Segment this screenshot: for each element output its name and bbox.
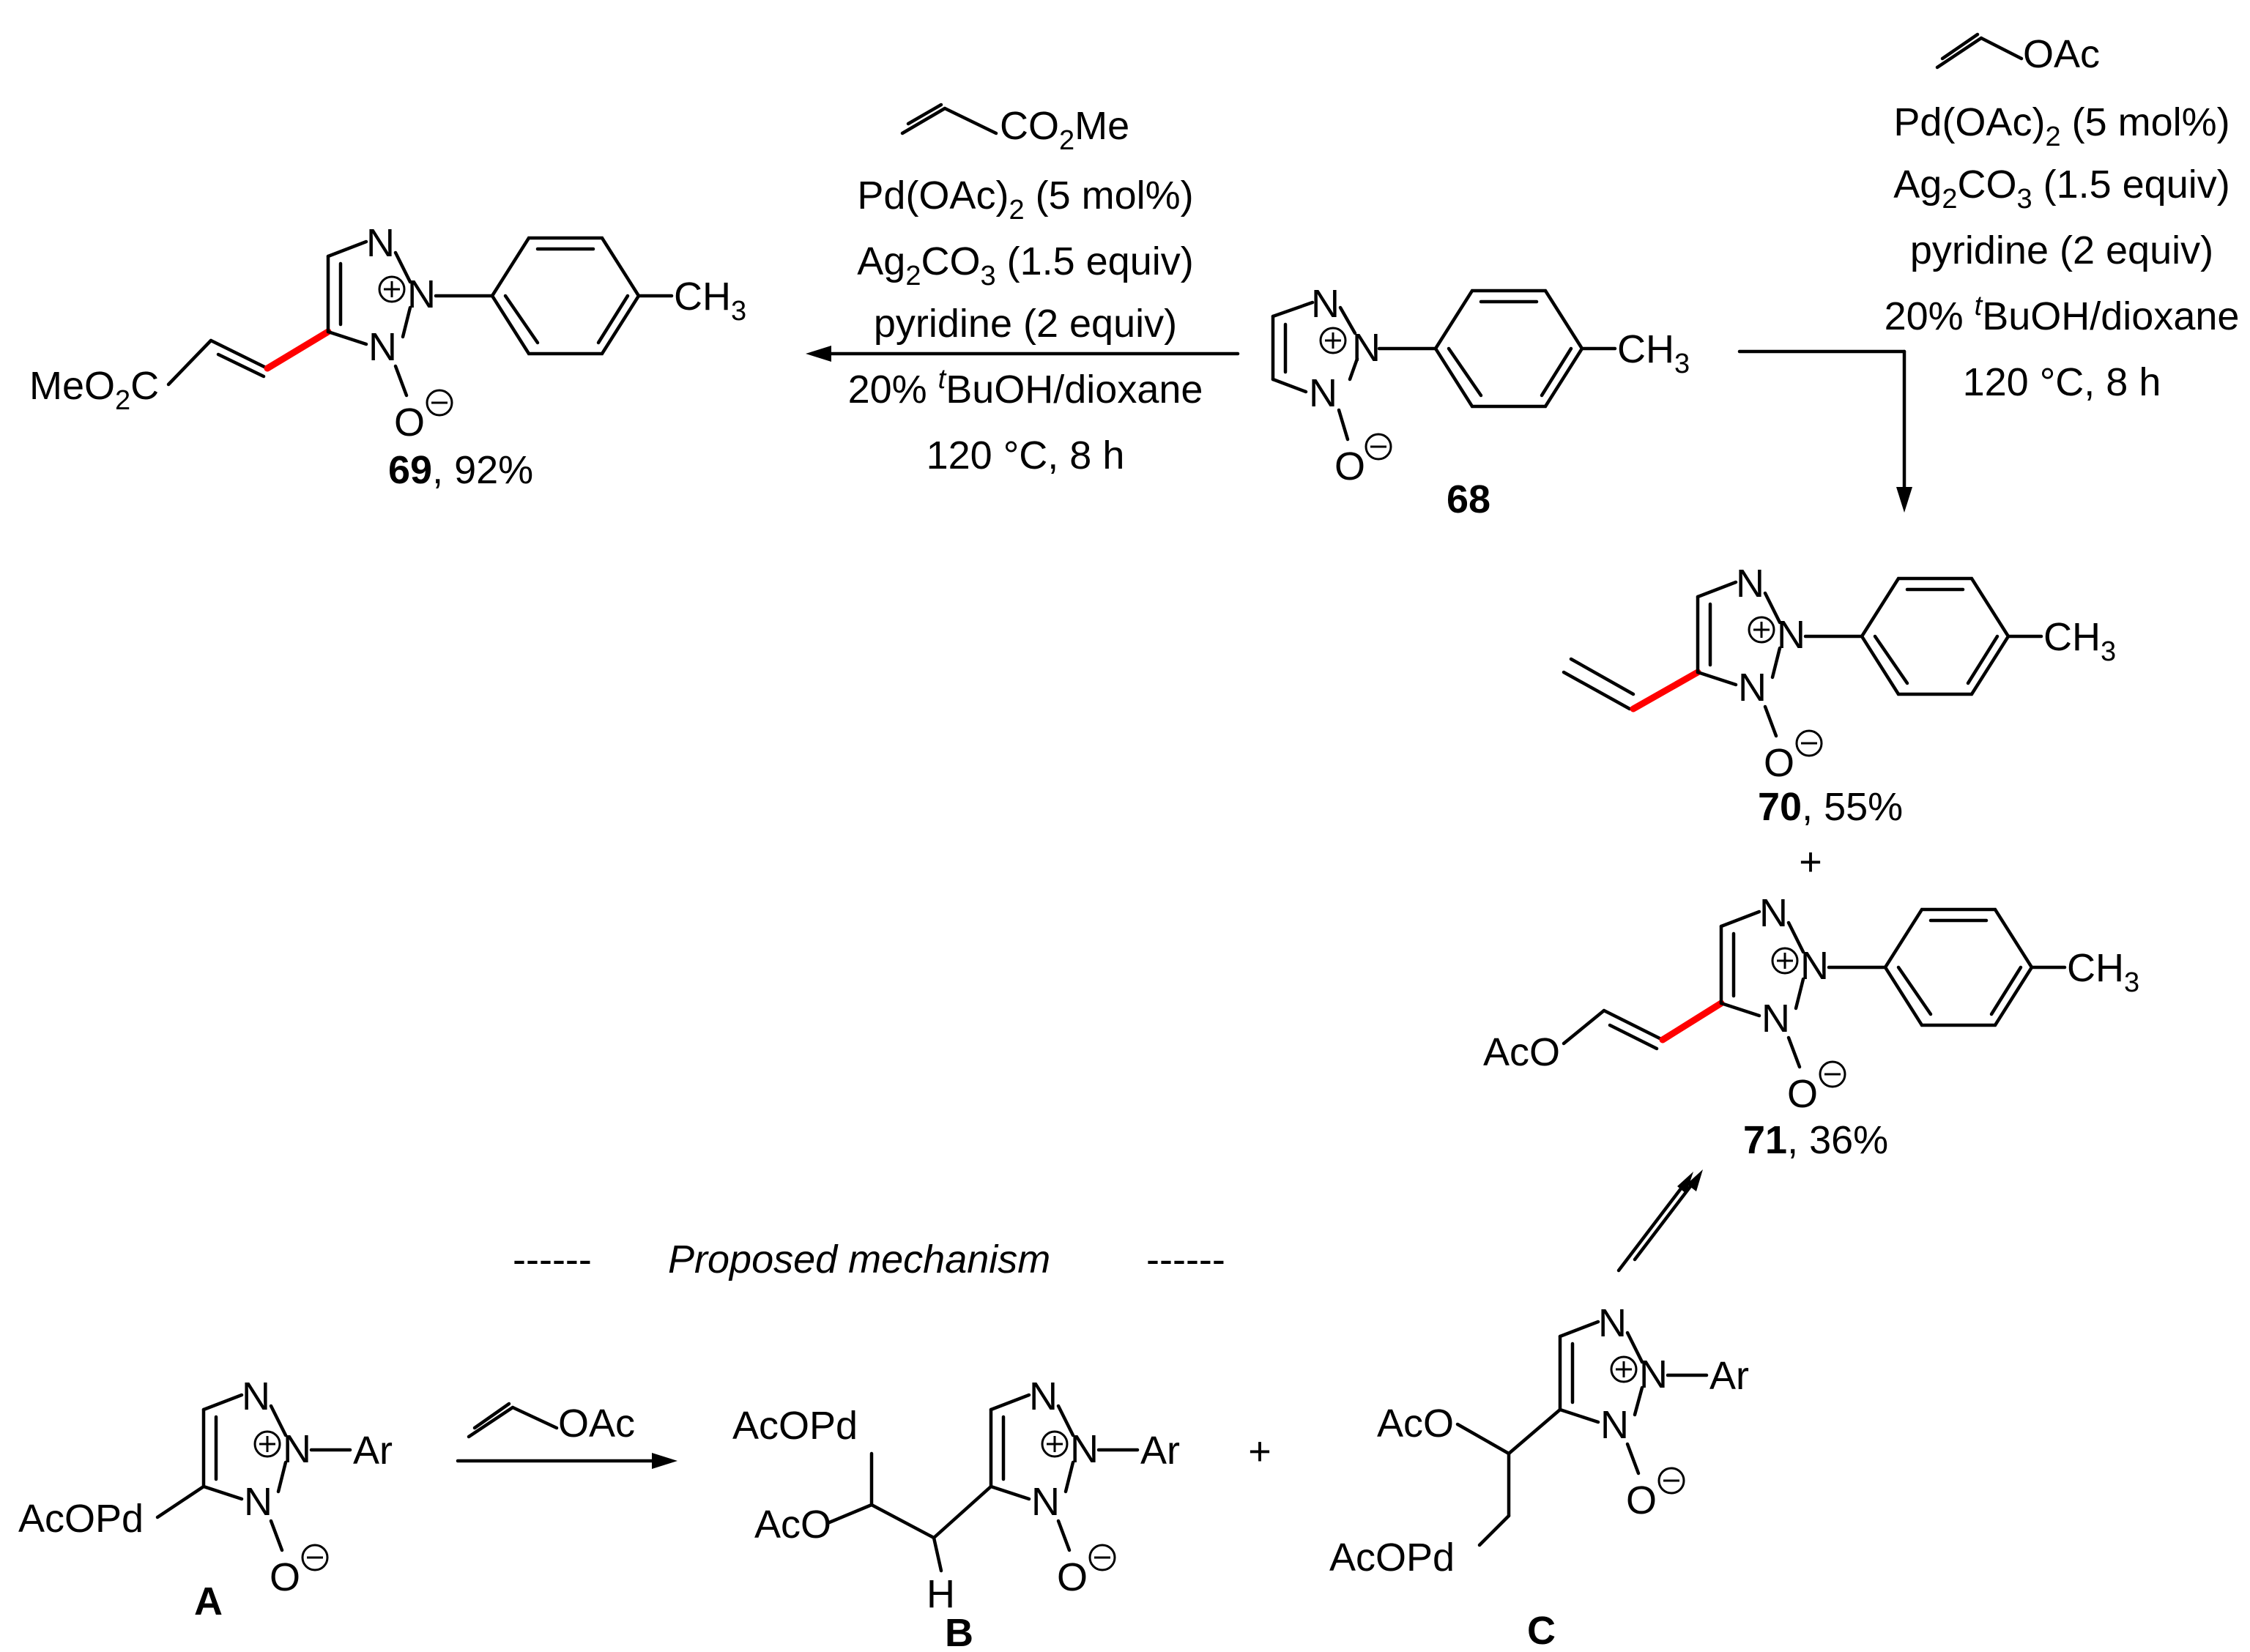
label-70: 70, 55% — [1758, 785, 1903, 829]
plus-charge — [1771, 947, 1799, 975]
n-atom: N — [1738, 666, 1767, 710]
label-A: A — [194, 1580, 223, 1623]
o-atom: O — [1764, 741, 1794, 785]
n-atom: N — [242, 1374, 270, 1418]
compound-70: N N N O CH3 70, 55% — [1562, 562, 2116, 829]
o-atom: O — [1334, 444, 1365, 488]
n-atom: N — [1600, 1403, 1629, 1447]
mechanism-header: ------ Proposed mechanism ------ — [513, 1238, 1225, 1281]
minus-charge — [426, 389, 453, 417]
meo2c-label: MeO2C — [29, 364, 159, 416]
label-71: 71, 36% — [1743, 1118, 1888, 1162]
n-atom: N — [1352, 326, 1381, 370]
minus-charge — [1088, 1544, 1116, 1571]
label-B: B — [945, 1611, 973, 1652]
left-conditions: CO2Me Pd(OAc)2 (5 mol%) Ag2CO3 (1.5 equi… — [848, 103, 1203, 477]
plus-charge — [1041, 1430, 1069, 1458]
right-conditions: OAc Pd(OAc)2 (5 mol%) Ag2CO3 (1.5 equiv)… — [1885, 32, 2240, 404]
vinyl-acetate-label: OAc — [558, 1402, 635, 1446]
plus-sign: + — [1799, 840, 1822, 884]
n-atom: N — [1759, 891, 1788, 935]
solvent-text: 20% tBuOH/dioxane — [1885, 291, 2240, 338]
catalyst-text: Pd(OAc)2 (5 mol%) — [1893, 100, 2229, 152]
dash-left: ------ — [513, 1238, 592, 1281]
n-atom: N — [1736, 562, 1764, 606]
vinyl-acetate-label: OAc — [2023, 32, 2100, 76]
base-text: pyridine (2 equiv) — [1910, 228, 2213, 272]
solvent-text: 20% tBuOH/dioxane — [848, 364, 1203, 412]
ar-label: Ar — [353, 1429, 393, 1473]
ch3-label: CH3 — [674, 275, 746, 327]
aco-label: AcO — [754, 1503, 831, 1547]
right-reaction-arrow — [1737, 349, 1912, 513]
plus-charge — [378, 275, 406, 303]
label-C: C — [1527, 1609, 1556, 1652]
n-atom: N — [283, 1427, 311, 1471]
h-atom: H — [927, 1572, 955, 1616]
n-atom: N — [368, 325, 397, 369]
acopd-label: AcOPd — [1329, 1536, 1455, 1580]
aco-label: AcO — [1483, 1030, 1560, 1074]
label-69: 69, 92% — [388, 448, 533, 492]
dash-right: ------ — [1146, 1238, 1225, 1281]
acrylate-label: CO2Me — [1000, 104, 1129, 156]
mechanism-title: Proposed mechanism — [668, 1238, 1050, 1281]
intermediate-a: AcOPd N N N O Ar A — [18, 1374, 393, 1623]
catalyst-text: Pd(OAc)2 (5 mol%) — [857, 174, 1193, 226]
n-atom: N — [1311, 282, 1340, 326]
ch3-label: CH3 — [1617, 327, 1690, 379]
n-atom: N — [1639, 1353, 1668, 1396]
o-atom: O — [1626, 1478, 1657, 1522]
oxidant-text: Ag2CO3 (1.5 equiv) — [857, 239, 1193, 291]
label-68: 68 — [1447, 477, 1490, 521]
acopd-label: AcOPd — [18, 1497, 144, 1541]
plus-charge — [1319, 327, 1347, 354]
n-atom: N — [407, 272, 436, 316]
n-atom: N — [1309, 371, 1337, 415]
minus-charge — [1657, 1467, 1685, 1495]
n-atom: N — [1031, 1480, 1060, 1524]
compound-69: MeO2C N N N O CH3 69, 92% — [29, 221, 746, 492]
n-atom: N — [366, 221, 395, 265]
base-text: pyridine (2 equiv) — [874, 302, 1177, 346]
minus-charge — [1795, 729, 1823, 757]
aco-label: AcO — [1377, 1402, 1454, 1446]
mechanism-arrow: OAc — [456, 1402, 677, 1469]
o-atom: O — [394, 401, 425, 444]
n-atom: N — [1598, 1301, 1627, 1345]
left-reaction-arrow — [806, 346, 1240, 362]
minus-charge — [1365, 433, 1392, 461]
ch3-label: CH3 — [2043, 615, 2116, 667]
compound-71: AcO N N N O CH3 71, 36% — [1483, 891, 2139, 1162]
n-atom: N — [1777, 613, 1805, 657]
temperature-text: 120 °C, 8 h — [1963, 360, 2161, 404]
ch3-label: CH3 — [2067, 946, 2139, 998]
equilibrium-arrow — [1616, 1169, 1703, 1273]
o-atom: O — [270, 1555, 300, 1599]
o-atom: O — [1057, 1555, 1088, 1599]
minus-charge — [301, 1544, 329, 1571]
n-atom: N — [1029, 1374, 1058, 1418]
n-atom: N — [244, 1480, 272, 1524]
plus-charge — [1748, 616, 1775, 644]
plus-sign: + — [1248, 1429, 1271, 1473]
ar-label: Ar — [1709, 1354, 1749, 1398]
ar-label: Ar — [1140, 1429, 1180, 1473]
acopd-label: AcOPd — [732, 1404, 858, 1448]
plus-charge — [1610, 1355, 1638, 1383]
n-atom: N — [1761, 997, 1790, 1041]
n-atom: N — [1800, 944, 1829, 988]
intermediate-c: AcO AcOPd N N N O Ar C — [1329, 1301, 1749, 1652]
plus-charge — [253, 1430, 281, 1458]
minus-charge — [1819, 1060, 1846, 1088]
temperature-text: 120 °C, 8 h — [927, 434, 1125, 477]
compound-68: N N N O CH3 68 — [1271, 282, 1690, 521]
o-atom: O — [1787, 1072, 1818, 1116]
oxidant-text: Ag2CO3 (1.5 equiv) — [1893, 163, 2229, 215]
intermediate-b: AcOPd AcO H N N N O Ar B — [732, 1374, 1180, 1652]
n-atom: N — [1070, 1427, 1099, 1471]
